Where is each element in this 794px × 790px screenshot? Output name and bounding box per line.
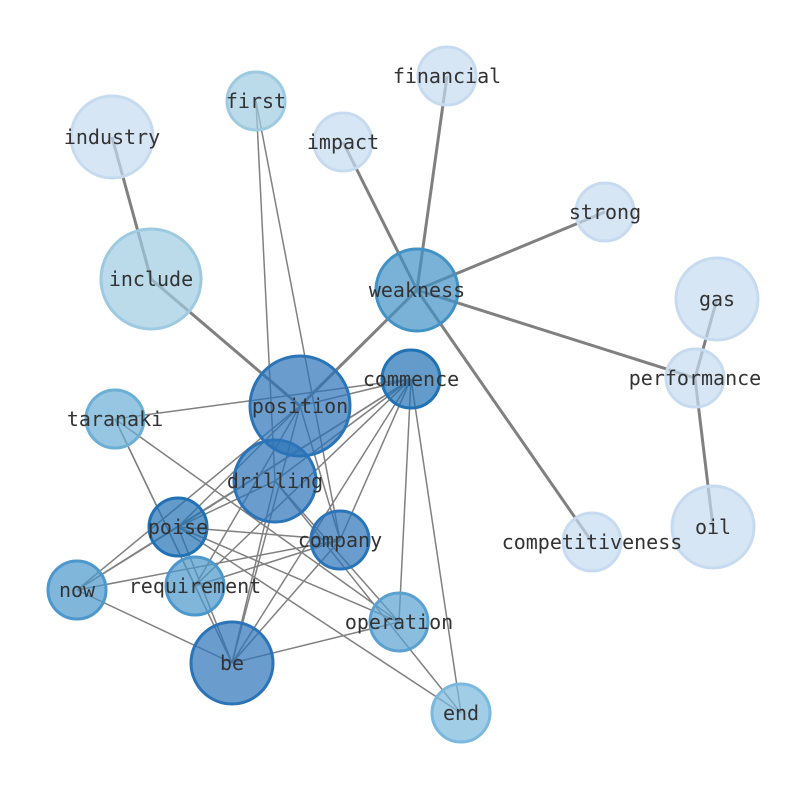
edge-commence-operation — [398, 378, 412, 623]
node-commence[interactable] — [380, 348, 442, 410]
node-circle[interactable] — [309, 509, 371, 571]
node-label-weakness: weakness — [369, 278, 465, 302]
node-financial[interactable] — [416, 45, 478, 107]
node-circle[interactable] — [430, 682, 492, 744]
node-label-now: now — [59, 578, 96, 602]
node-circle[interactable] — [46, 559, 108, 621]
node-label-company: company — [298, 528, 382, 552]
nodes-layer: financial first impact industry strong includ… — [46, 45, 761, 744]
node-label-industry: industry — [64, 125, 160, 149]
node-requirement[interactable] — [164, 555, 226, 617]
node-label-include: include — [109, 267, 193, 291]
node-industry[interactable] — [69, 94, 155, 180]
edge-taranaki-requirement — [114, 418, 196, 587]
edge-commence-end — [410, 378, 462, 714]
node-label-strong: strong — [569, 200, 641, 224]
edge-poise-end — [177, 526, 462, 714]
node-circle[interactable] — [368, 591, 430, 653]
node-label-commence: commence — [363, 367, 459, 391]
node-label-end: end — [443, 701, 479, 725]
node-label-be: be — [220, 651, 244, 675]
node-circle[interactable] — [69, 94, 155, 180]
node-label-poise: poise — [148, 515, 208, 539]
node-strong[interactable] — [574, 181, 636, 243]
node-label-oil: oil — [695, 515, 731, 539]
node-include[interactable] — [99, 227, 203, 331]
node-circle[interactable] — [374, 247, 460, 333]
node-poise[interactable] — [147, 496, 209, 558]
node-circle[interactable] — [416, 45, 478, 107]
node-label-first: first — [226, 89, 286, 113]
node-circle[interactable] — [674, 256, 760, 342]
node-label-impact: impact — [307, 130, 379, 154]
node-circle[interactable] — [232, 438, 318, 524]
node-circle[interactable] — [189, 620, 275, 706]
edge-taranaki-operation — [114, 418, 400, 623]
node-label-requirement: requirement — [129, 574, 261, 598]
edge-weakness-competitiveness — [415, 289, 594, 543]
node-label-competitiveness: competitiveness — [502, 530, 683, 554]
node-label-financial: financial — [393, 64, 501, 88]
edge-first-company — [255, 100, 341, 541]
node-circle[interactable] — [147, 496, 209, 558]
node-circle[interactable] — [561, 511, 623, 573]
edge-weakness-performance — [416, 288, 696, 380]
node-competitiveness[interactable] — [561, 511, 623, 573]
node-circle[interactable] — [380, 348, 442, 410]
node-label-position: position — [252, 394, 348, 418]
node-label-performance: performance — [629, 366, 761, 390]
edge-poise-operation — [177, 526, 400, 623]
node-label-gas: gas — [699, 287, 735, 311]
node-circle[interactable] — [312, 111, 374, 173]
node-gas[interactable] — [674, 256, 760, 342]
node-operation[interactable] — [368, 591, 430, 653]
node-label-operation: operation — [345, 610, 453, 634]
node-first[interactable] — [225, 70, 287, 132]
node-circle[interactable] — [664, 347, 726, 409]
node-circle[interactable] — [99, 227, 203, 331]
node-now[interactable] — [46, 559, 108, 621]
node-taranaki[interactable] — [84, 388, 146, 450]
node-performance[interactable] — [664, 347, 726, 409]
node-circle[interactable] — [164, 555, 226, 617]
node-impact[interactable] — [312, 111, 374, 173]
node-label-drilling: drilling — [227, 469, 323, 493]
node-weakness[interactable] — [374, 247, 460, 333]
node-oil[interactable] — [670, 484, 756, 570]
node-circle[interactable] — [574, 181, 636, 243]
node-end[interactable] — [430, 682, 492, 744]
node-circle[interactable] — [670, 484, 756, 570]
edge-drilling-end — [274, 480, 462, 714]
node-be[interactable] — [189, 620, 275, 706]
node-label-taranaki: taranaki — [67, 407, 163, 431]
node-circle[interactable] — [84, 388, 146, 450]
node-drilling[interactable] — [232, 438, 318, 524]
node-company[interactable] — [309, 509, 371, 571]
node-circle[interactable] — [225, 70, 287, 132]
